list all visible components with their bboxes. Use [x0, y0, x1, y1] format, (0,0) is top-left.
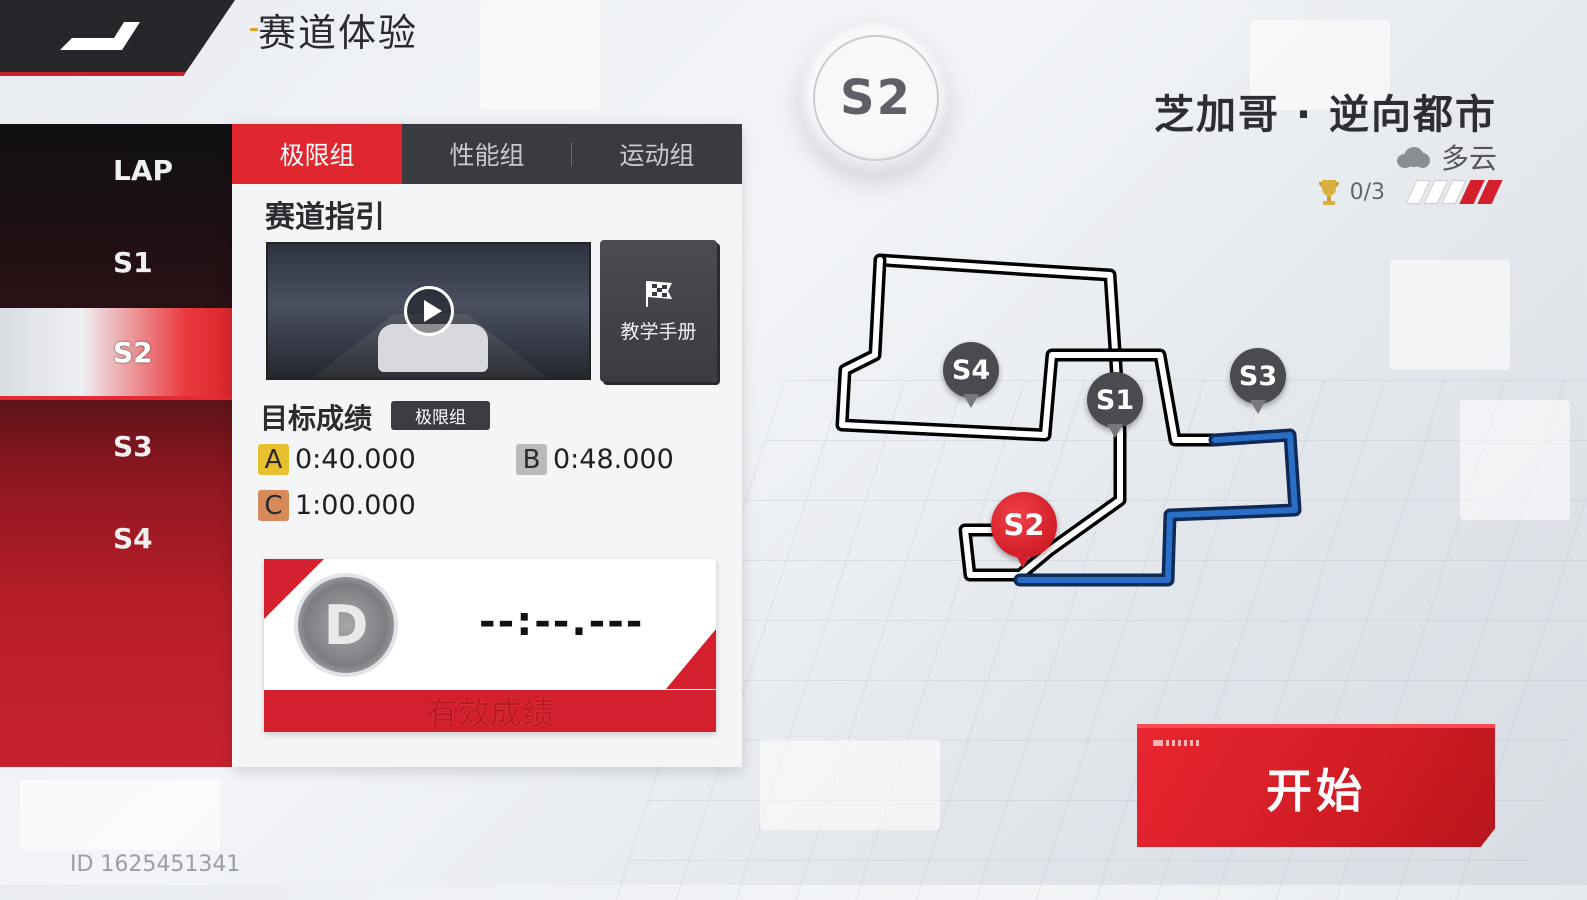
- page-title: 赛道体验: [258, 11, 419, 55]
- tab-extreme[interactable]: 极限组: [232, 124, 402, 184]
- trophy-icon: [1318, 180, 1339, 205]
- sector-item-lap[interactable]: LAP: [113, 153, 174, 187]
- sector-item-s1[interactable]: S1: [113, 245, 153, 279]
- sector-detail-panel: 极限组 性能组 运动组 赛道指引 教学手册 目标成绩 极限组 A 0:40.00…: [232, 124, 742, 767]
- sector-item-s2[interactable]: S2: [0, 308, 232, 400]
- start-label: 开始: [1266, 763, 1366, 818]
- track-map: S4 S1 S3 S2: [820, 230, 1320, 610]
- sector-item-s4[interactable]: S4: [113, 521, 153, 555]
- start-button[interactable]: 开始: [1137, 724, 1495, 847]
- play-icon[interactable]: [404, 286, 454, 336]
- trophy-row: 0/3: [1318, 178, 1503, 206]
- manual-button[interactable]: 教学手册: [600, 240, 717, 382]
- player-id: ID 1625451341: [70, 852, 241, 877]
- weather-info: 多云: [1395, 137, 1497, 177]
- flag-icon: [645, 280, 672, 307]
- track-map-route: [835, 253, 1302, 587]
- trophy-count: 0/3: [1349, 179, 1385, 205]
- goal-title: 目标成绩: [260, 402, 373, 435]
- guide-video[interactable]: [266, 242, 591, 380]
- grade-c-time: 1:00.000: [295, 490, 416, 521]
- medal-letter: D: [323, 593, 369, 657]
- map-marker-s2[interactable]: S2: [991, 492, 1057, 568]
- grade-b-time: 0:48.000: [553, 444, 674, 475]
- back-arrow-icon: [60, 22, 140, 50]
- grade-a-letter: A: [258, 444, 289, 475]
- track-name: 芝加哥 · 逆向都市: [1153, 92, 1497, 138]
- grade-b-letter: B: [516, 444, 547, 475]
- difficulty-stripes: [1405, 180, 1503, 204]
- grade-c-letter: C: [258, 490, 289, 521]
- grade-a-time: 0:40.000: [295, 444, 416, 475]
- best-time: --:--.---: [479, 599, 645, 645]
- result-card: D --:--.--- 有效成绩: [264, 559, 716, 732]
- grade-b: B 0:48.000: [516, 444, 674, 475]
- goal-badge: 极限组: [391, 401, 490, 430]
- group-tabs: 极限组 性能组 运动组: [232, 124, 742, 184]
- map-marker-s1[interactable]: S1: [1087, 372, 1143, 442]
- map-marker-s3[interactable]: S3: [1230, 348, 1286, 418]
- sector-item-s3[interactable]: S3: [113, 429, 153, 463]
- title-accent: [250, 28, 258, 31]
- sector-list: LAP S1 S2 S3 S4: [0, 124, 232, 767]
- weather-label: 多云: [1440, 142, 1497, 175]
- result-status-bar: 有效成绩: [264, 690, 716, 732]
- medal-icon: D: [294, 573, 398, 677]
- tab-sport[interactable]: 运动组: [619, 141, 695, 170]
- start-deco: [1153, 740, 1199, 746]
- guide-title: 赛道指引: [265, 200, 385, 235]
- grade-a: A 0:40.000: [258, 444, 416, 475]
- grade-c: C 1:00.000: [258, 490, 416, 521]
- tab-performance[interactable]: 性能组: [402, 124, 572, 184]
- cloud-icon: [1395, 146, 1431, 168]
- manual-label: 教学手册: [620, 320, 697, 343]
- map-marker-s4[interactable]: S4: [943, 342, 999, 412]
- sector-emblem-label: S2: [813, 35, 939, 161]
- result-status: 有效成绩: [425, 694, 554, 732]
- back-button[interactable]: [0, 0, 235, 76]
